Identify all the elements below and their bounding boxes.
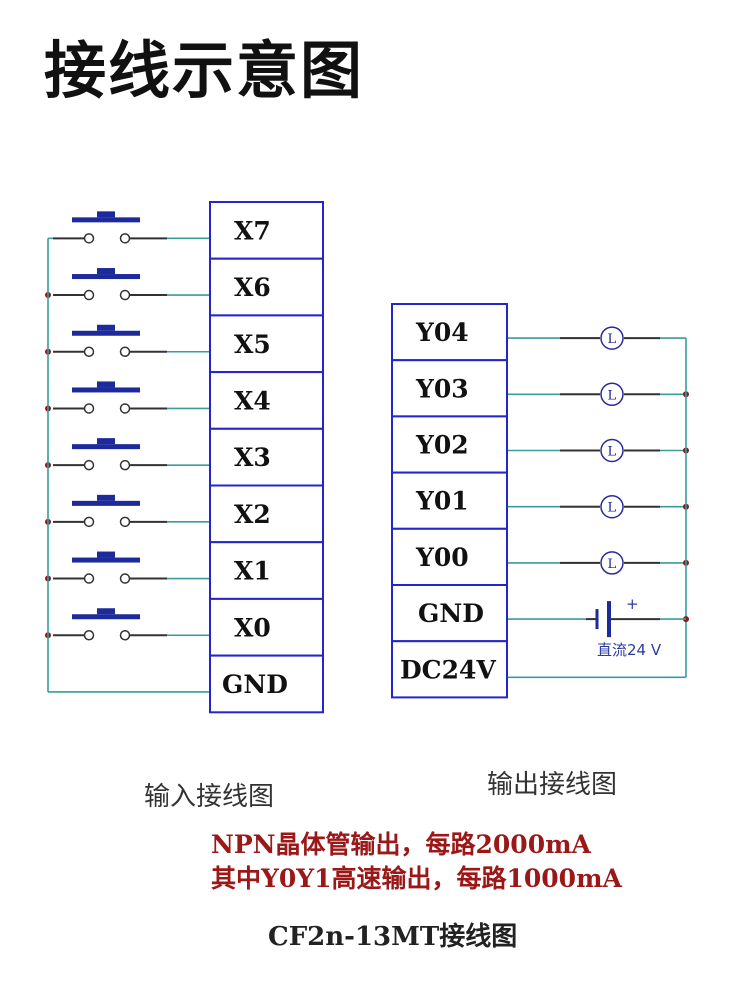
battery-label: 直流24 V — [597, 641, 662, 659]
output-terminal-cell — [391, 527, 508, 586]
push-button-cap — [97, 608, 115, 615]
input-terminal-cell — [209, 541, 324, 600]
input-terminal-cell — [209, 484, 324, 544]
lamp-icon — [600, 494, 624, 519]
push-button-bar — [72, 217, 140, 223]
input-terminal-label: X6 — [234, 273, 271, 302]
push-button-cap — [97, 381, 115, 388]
lamp-icon — [600, 382, 624, 407]
push-button-bar — [72, 557, 140, 563]
input-terminal-cell — [209, 201, 324, 260]
input-terminal-cell — [209, 654, 324, 714]
input-terminal-label: GND — [222, 670, 288, 699]
switch-contact — [83, 289, 95, 301]
output-terminal-label: Y01 — [415, 487, 469, 516]
output-terminal-cell — [391, 303, 508, 362]
push-button-bar — [72, 274, 140, 280]
lamp-label: L — [608, 445, 617, 460]
switch-contact — [83, 403, 95, 414]
switch-contact — [119, 573, 131, 584]
lamp-label: L — [608, 557, 617, 572]
lamp-label: L — [608, 332, 617, 347]
input-terminal-label: X5 — [234, 330, 271, 359]
npn-output-note: NPN晶体管输出，每路2000mA — [211, 830, 591, 859]
output-terminal-cell — [391, 640, 508, 699]
switch-contact — [83, 459, 95, 471]
switch-contact — [83, 233, 95, 244]
lamp-label: L — [608, 388, 617, 403]
push-button-cap — [97, 551, 115, 558]
switch-contact — [119, 459, 131, 471]
switch-contact — [83, 516, 95, 528]
input-terminal-label: X1 — [234, 557, 271, 586]
battery-plus-sign: + — [626, 595, 639, 613]
push-button-cap — [97, 494, 115, 501]
output-terminal-cell — [391, 471, 508, 530]
input-terminal-cell — [209, 257, 324, 317]
input-terminal-cell — [209, 597, 324, 657]
input-wiring-caption: 输入接线图 — [144, 782, 275, 812]
switch-contact — [83, 573, 95, 584]
output-terminal-cell — [391, 584, 508, 643]
output-terminal-label: Y02 — [415, 431, 469, 460]
switch-contact — [83, 346, 95, 357]
input-terminal-label: X0 — [234, 613, 271, 642]
output-terminal-label: Y00 — [415, 543, 469, 572]
switch-contact — [119, 289, 131, 301]
input-terminal-cell — [209, 314, 324, 374]
battery-symbol: + 直流24 V — [586, 595, 662, 659]
switch-contact — [119, 403, 131, 414]
output-terminal-label: GND — [418, 599, 484, 628]
output-terminal-label: DC24V — [400, 655, 496, 684]
push-button-cap — [97, 438, 115, 445]
switch-contact — [119, 516, 131, 528]
lamps: L L L L L — [600, 326, 624, 575]
input-terminal-label: X2 — [234, 500, 271, 529]
switch-contact — [83, 630, 95, 641]
input-terminal-label: X4 — [234, 386, 271, 415]
input-terminal-label: X3 — [234, 443, 271, 472]
push-button-cap — [97, 268, 115, 275]
push-buttons — [72, 211, 140, 641]
push-button-bar — [72, 500, 140, 506]
push-button-bar — [72, 330, 140, 336]
input-terminal-label: X7 — [234, 216, 271, 245]
switch-contact — [119, 233, 131, 244]
page-title: 接线示意图 — [44, 34, 365, 107]
switch-contact — [119, 630, 131, 641]
push-button-bar — [72, 614, 140, 620]
model-caption: CF2n-13MT接线图 — [268, 922, 518, 952]
push-button-cap — [97, 324, 115, 331]
output-terminal-label: Y03 — [415, 374, 469, 403]
input-terminal-cell — [209, 371, 324, 430]
output-terminal-cell — [391, 415, 508, 474]
lamp-icon — [600, 326, 624, 350]
high-speed-output-note: 其中Y0Y1高速输出，每路1000mA — [211, 864, 622, 893]
wires — [45, 237, 689, 693]
push-button-cap — [97, 211, 115, 218]
lamp-icon — [600, 438, 624, 463]
lamp-label: L — [608, 501, 617, 516]
output-wiring-caption: 输出接线图 — [487, 770, 618, 800]
push-button-bar — [72, 444, 140, 450]
switch-contact — [119, 346, 131, 357]
output-terminal-label: Y04 — [415, 318, 469, 347]
push-button-bar — [72, 387, 140, 393]
input-terminal-cell — [209, 427, 324, 487]
lamp-icon — [600, 551, 624, 575]
